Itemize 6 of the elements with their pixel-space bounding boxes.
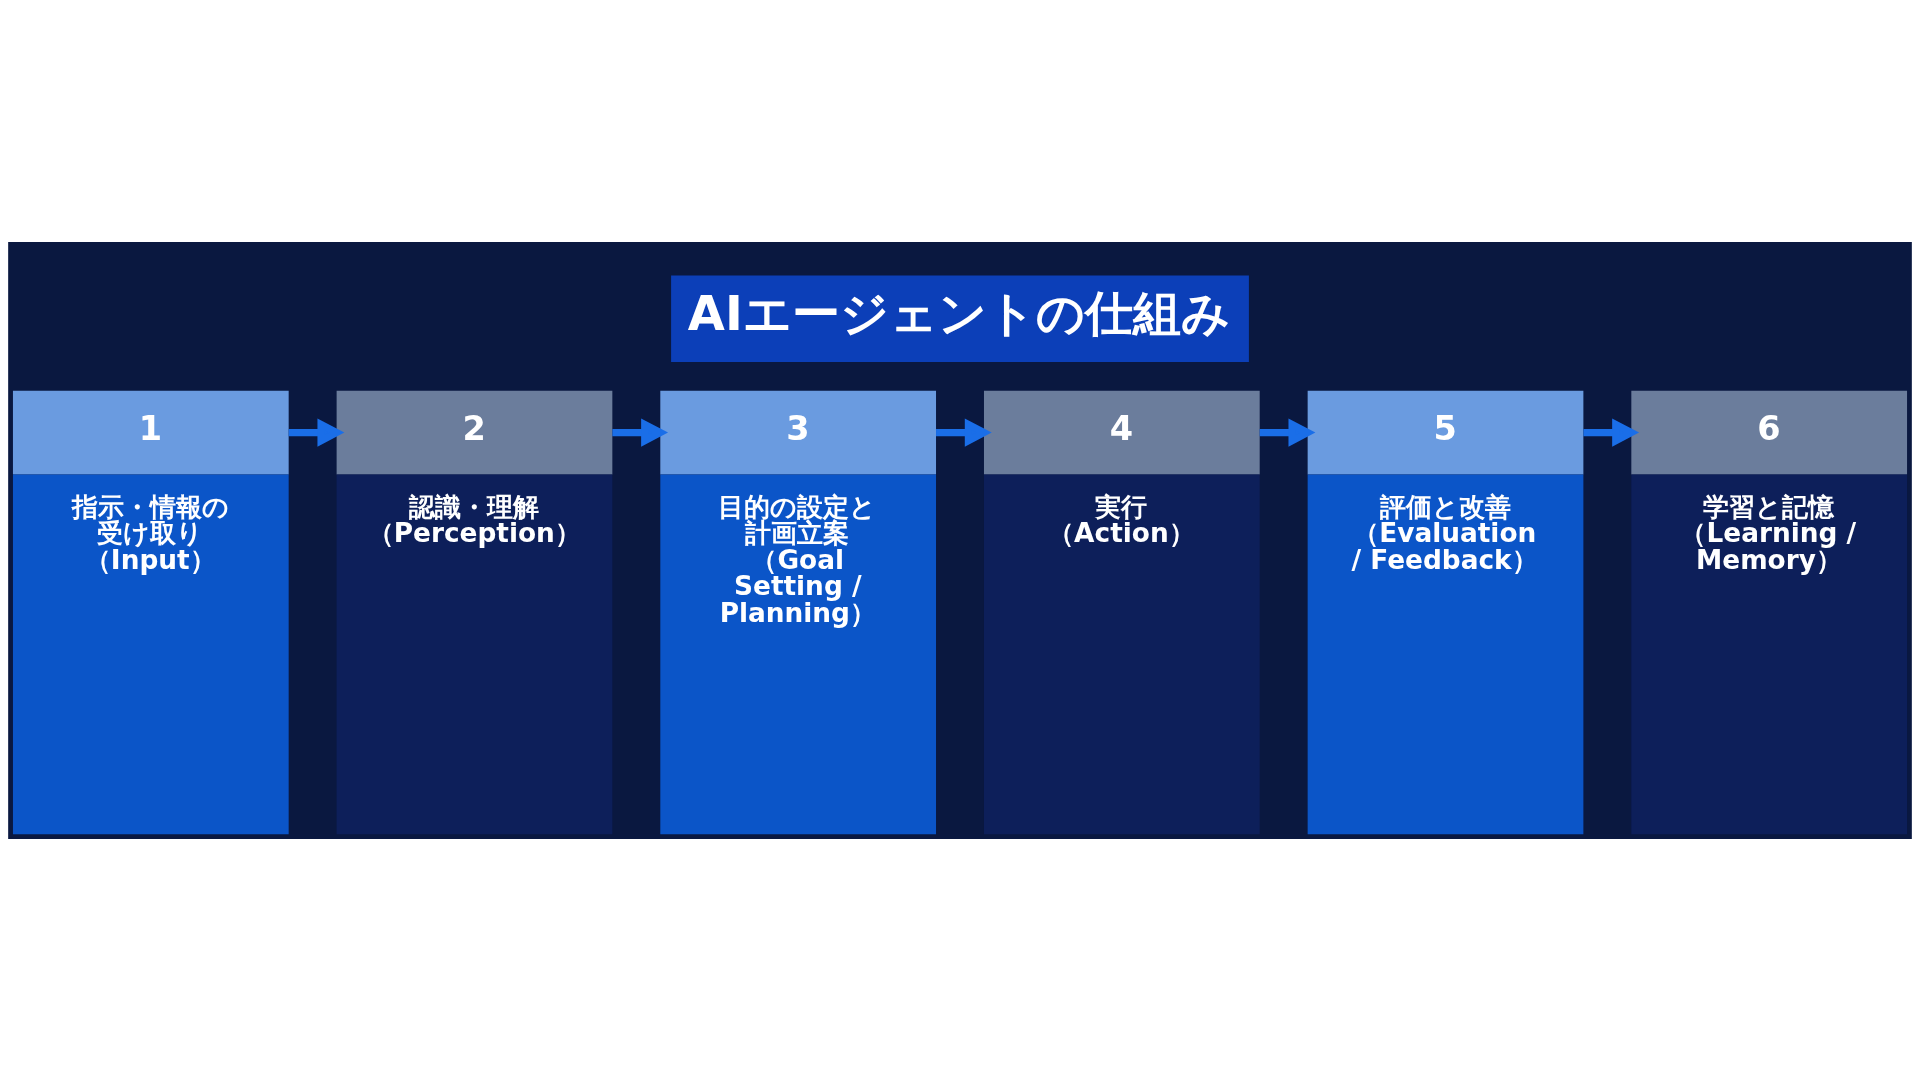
arrow (936, 417, 992, 447)
arrow (1583, 417, 1640, 447)
diagram-title: AIエージェントの仕組み (687, 284, 1230, 341)
arrow (288, 417, 345, 447)
arrow (1259, 417, 1316, 447)
arrow (612, 417, 669, 447)
